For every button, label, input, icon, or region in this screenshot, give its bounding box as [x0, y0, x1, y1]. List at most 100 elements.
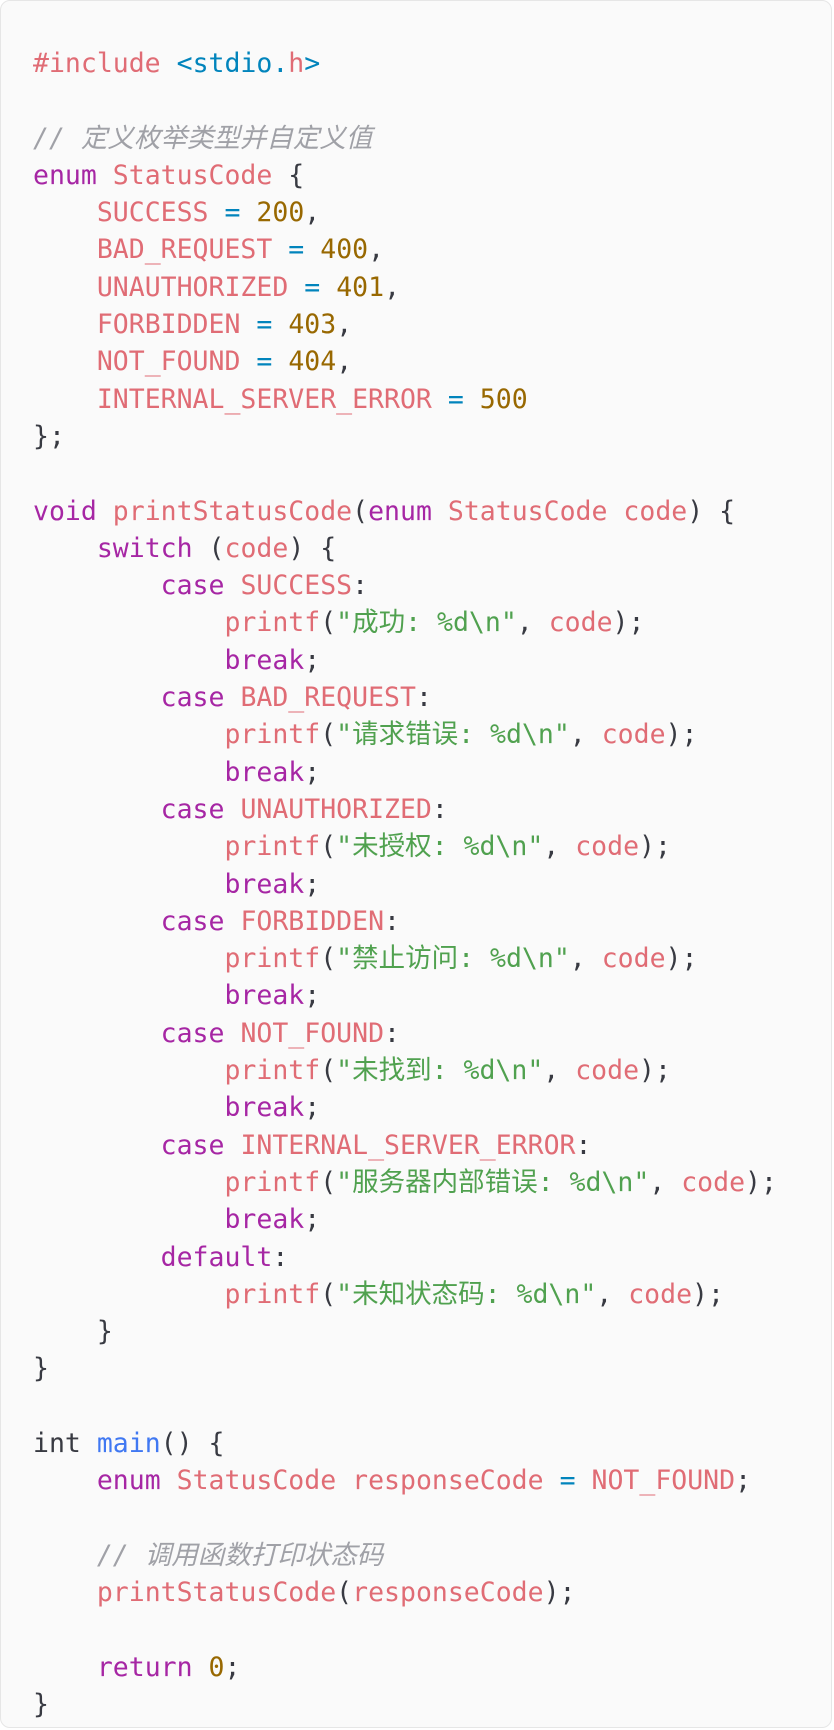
code-line [33, 1388, 777, 1425]
code-token-call: printf [224, 719, 321, 751]
code-token-keyword: enum [368, 495, 432, 527]
code-line: // 定义枚举类型并自定义值 [33, 120, 777, 157]
code-token-number: 400 [320, 234, 369, 266]
code-token-punct: ; [224, 1651, 241, 1683]
code-token-punct: ); [665, 719, 698, 751]
code-line: } [33, 1686, 777, 1723]
code-token-keyword: break [224, 756, 305, 788]
code-token-punct: ; [304, 980, 321, 1012]
code-token-punct: , [336, 346, 353, 378]
code-line [33, 82, 777, 119]
code-token-keyword: default [160, 1241, 273, 1273]
code-token-plain [33, 1577, 97, 1608]
code-token-header: > [304, 48, 321, 79]
code-token-plain [33, 682, 161, 713]
code-token-punct: ( [320, 1166, 337, 1198]
code-token-plain [97, 160, 113, 191]
code-token-plain [33, 1540, 97, 1571]
code-token-number: 404 [288, 346, 337, 378]
code-line: SUCCESS = 200, [33, 194, 777, 231]
code-token-number: 0 [208, 1651, 225, 1683]
code-token-operator: = [288, 234, 305, 266]
code-token-punct: , [336, 309, 353, 341]
code-token-keyword: enum [96, 1465, 161, 1497]
code-token-plain [336, 1465, 352, 1496]
code-line: printf("请求错误: %d\n", code); [33, 716, 777, 753]
code-token-plain [432, 496, 448, 527]
code-token-plain [33, 757, 224, 788]
code-token-punct: ); [639, 1055, 671, 1087]
code-line: default: [33, 1239, 777, 1276]
code-line: BAD_REQUEST = 400, [33, 231, 777, 268]
code-token-plain [33, 1204, 224, 1235]
code-token-keyword: break [224, 1204, 305, 1236]
code-token-plain [33, 906, 161, 937]
code-token-enum-const: SUCCESS [96, 197, 209, 229]
code-token-param: responseCode [352, 1577, 544, 1609]
code-token-call: printf [224, 1055, 321, 1087]
code-token-comment: // 定义枚举类型并自定义值 [33, 122, 373, 154]
code-token-string: "禁止访问: %d\n" [336, 943, 570, 975]
code-token-plain [33, 1130, 161, 1161]
code-token-enum-const: NOT_FOUND [240, 1017, 385, 1049]
code-token-enum-const: NOT_FOUND [591, 1465, 736, 1497]
code-token-enum-const: FORBIDDEN [96, 309, 241, 341]
code-token-plain [33, 794, 161, 825]
code-token-punct: ) { [288, 532, 337, 564]
code-token-punct: ; [304, 644, 321, 676]
code-token-param: code [628, 1278, 693, 1310]
code-token-plain [33, 980, 224, 1011]
code-token-punct: ( [320, 831, 337, 863]
code-token-plain [161, 1465, 177, 1496]
code-token-punct: ( [320, 607, 337, 639]
code-token-punct: , [516, 607, 549, 639]
code-line: case INTERNAL_SERVER_ERROR: [33, 1127, 777, 1164]
code-token-number: 200 [256, 197, 305, 229]
code-token-string: "未找到: %d\n" [336, 1055, 544, 1087]
code-token-plain [576, 1465, 592, 1496]
code-token-plain [240, 197, 256, 228]
code-token-operator: = [559, 1465, 576, 1497]
code-token-punct: ); [543, 1577, 576, 1609]
code-token-plain [432, 384, 448, 415]
code-token-operator: = [304, 271, 321, 303]
code-token-plain [33, 831, 224, 862]
code-token-plain [33, 1055, 224, 1086]
code-token-keyword: break [224, 868, 305, 900]
code-token-plain [193, 1652, 209, 1683]
code-token-keyword: case [160, 570, 225, 602]
code-token-plain [33, 570, 161, 601]
code-line: #include <stdio.h> [33, 45, 777, 82]
code-token-plain [224, 570, 240, 601]
code-token-plain [224, 1018, 240, 1049]
code-line: } [33, 1313, 777, 1350]
code-token-punct: ( [320, 943, 337, 975]
code-token-plain: int [33, 1427, 81, 1459]
code-token-punct: ; [304, 1204, 321, 1236]
code-token-punct: }; [33, 420, 65, 452]
code-token-enum-const: SUCCESS [240, 570, 353, 602]
code-token-keyword: case [160, 682, 225, 714]
code-token-punct: ; [304, 756, 321, 788]
code-token-plain [224, 682, 240, 713]
code-token-function: main [96, 1427, 161, 1459]
code-token-call: printf [224, 607, 321, 639]
code-token-enum-const: BAD_REQUEST [240, 682, 416, 714]
code-token-punct: ( [336, 1577, 353, 1609]
code-token-call: printf [224, 1166, 321, 1198]
code-token-number: 403 [288, 309, 337, 341]
code-token-plain [33, 533, 97, 564]
code-token-param: code [601, 719, 666, 751]
code-token-plain [33, 346, 97, 377]
code-line: break; [33, 977, 777, 1014]
code-token-string: "未授权: %d\n" [336, 831, 544, 863]
code-token-param: responseCode [352, 1465, 544, 1497]
code-token-punct: ); [639, 831, 671, 863]
code-token-plain [97, 496, 113, 527]
code-token-punct: , [649, 1166, 682, 1198]
code-token-operator: = [256, 309, 273, 341]
code-token-punct: : [272, 1241, 289, 1273]
code-token-punct: , [304, 197, 321, 229]
